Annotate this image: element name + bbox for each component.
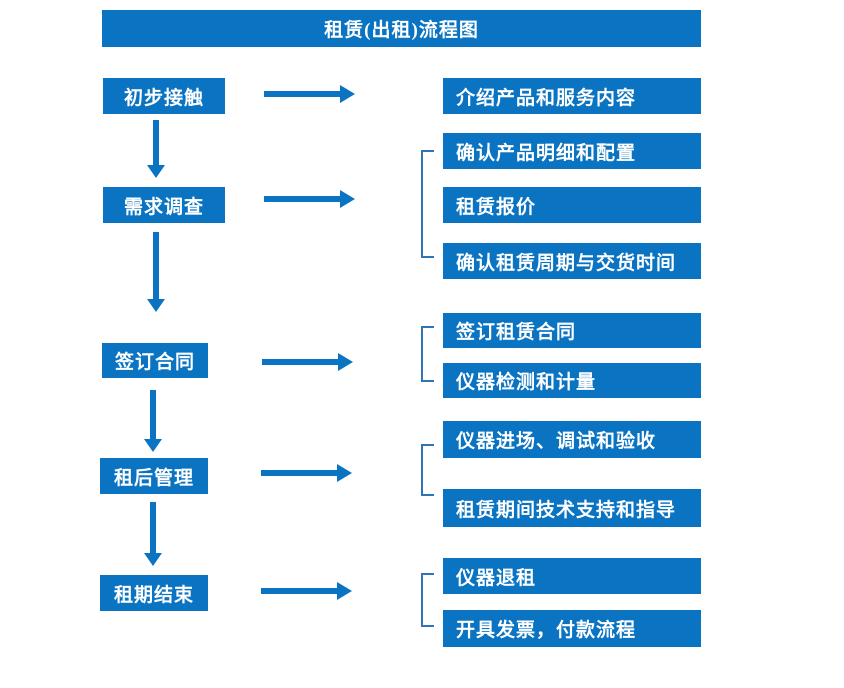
arrow-head bbox=[338, 353, 353, 371]
arrow-right-icon bbox=[264, 190, 356, 208]
arrow-shaft bbox=[150, 502, 156, 553]
detail-box-instrument-inspection: 仪器检测和计量 bbox=[443, 363, 701, 398]
detail-box-confirm-period-delivery: 确认租赁周期与交货时间 bbox=[443, 243, 701, 279]
arrow-shaft bbox=[153, 232, 159, 299]
arrow-shaft bbox=[153, 120, 159, 165]
detail-box-confirm-product-config: 确认产品明细和配置 bbox=[443, 133, 701, 169]
arrow-down-icon bbox=[147, 120, 165, 178]
group-bracket bbox=[421, 150, 434, 258]
arrow-shaft bbox=[261, 470, 337, 476]
group-bracket bbox=[421, 444, 434, 496]
detail-box-instrument-setup-acceptance: 仪器进场、调试和验收 bbox=[443, 421, 701, 458]
group-bracket bbox=[421, 326, 434, 382]
detail-box-technical-support: 租赁期间技术支持和指导 bbox=[443, 489, 701, 527]
detail-box-invoice-payment: 开具发票，付款流程 bbox=[443, 610, 701, 647]
detail-box-sign-rental-contract: 签订租赁合同 bbox=[443, 313, 701, 348]
arrow-shaft bbox=[261, 588, 337, 594]
flowchart-title: 租赁(出租)流程图 bbox=[102, 10, 701, 47]
step-box-sign-contract: 签订合同 bbox=[102, 343, 208, 378]
arrow-head bbox=[340, 190, 355, 208]
arrow-right-icon bbox=[264, 85, 356, 103]
arrow-head bbox=[340, 85, 355, 103]
detail-box-introduce-products: 介绍产品和服务内容 bbox=[443, 78, 701, 114]
arrow-shaft bbox=[264, 196, 340, 202]
arrow-down-icon bbox=[147, 232, 165, 312]
detail-box-rental-quotation: 租赁报价 bbox=[443, 187, 701, 223]
arrow-right-icon bbox=[261, 464, 353, 482]
arrow-head bbox=[147, 299, 165, 312]
arrow-head bbox=[144, 553, 162, 566]
arrow-shaft bbox=[264, 91, 340, 97]
arrow-head bbox=[147, 165, 165, 178]
arrow-head bbox=[144, 439, 162, 452]
step-box-initial-contact: 初步接触 bbox=[103, 78, 225, 114]
step-box-post-rental-management: 租后管理 bbox=[100, 458, 208, 494]
arrow-shaft bbox=[150, 390, 156, 439]
arrow-right-icon bbox=[262, 353, 354, 371]
arrow-head bbox=[337, 464, 352, 482]
arrow-down-icon bbox=[144, 390, 162, 452]
group-bracket bbox=[421, 573, 434, 627]
arrow-head bbox=[337, 582, 352, 600]
step-box-rental-end: 租期结束 bbox=[100, 575, 208, 611]
step-box-demand-survey: 需求调查 bbox=[103, 187, 225, 223]
arrow-down-icon bbox=[144, 502, 162, 566]
arrow-shaft bbox=[262, 359, 338, 365]
arrow-right-icon bbox=[261, 582, 353, 600]
detail-box-instrument-return: 仪器退租 bbox=[443, 558, 701, 594]
